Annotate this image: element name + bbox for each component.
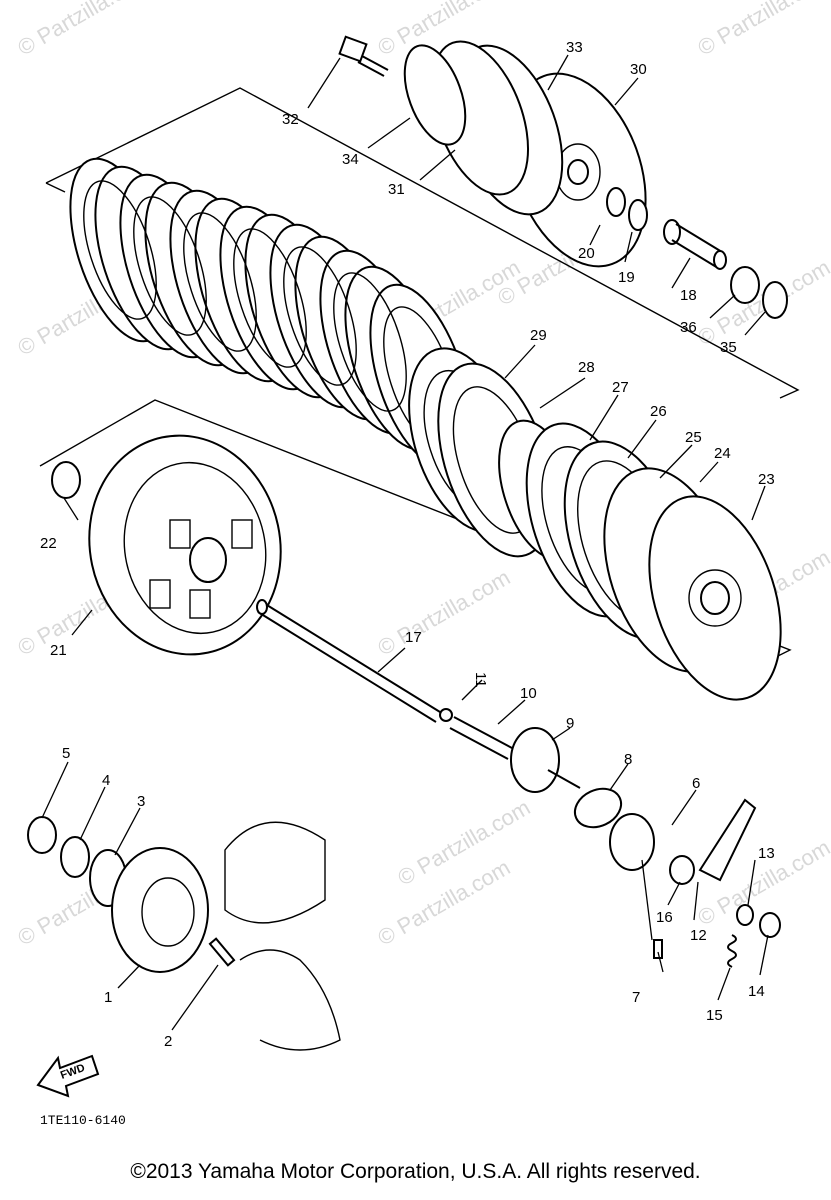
washer-13 <box>736 904 754 926</box>
callout-10: 10 <box>520 685 537 702</box>
nut-14 <box>759 912 781 938</box>
lock-washer-35 <box>762 281 788 319</box>
upper-boundary-frame <box>45 87 800 399</box>
copyright-notice: ©2013 Yamaha Motor Corporation, U.S.A. A… <box>130 1160 701 1183</box>
fwd-arrow-icon: FWD <box>36 1054 100 1098</box>
callout-5: 5 <box>62 745 70 762</box>
collar-16 <box>669 855 695 885</box>
callout-21: 21 <box>50 642 67 659</box>
washer-20 <box>606 187 626 217</box>
lever-12 <box>698 798 757 882</box>
callout-30: 30 <box>630 61 647 78</box>
callout-leaders <box>41 54 769 1031</box>
callout-13: 13 <box>758 845 775 862</box>
callout-34: 34 <box>342 151 359 168</box>
pin-7 <box>653 939 663 959</box>
callout-31: 31 <box>388 181 405 198</box>
primary-drive-gear-1 <box>111 847 209 973</box>
nut-5 <box>27 816 57 854</box>
callout-6: 6 <box>692 775 700 792</box>
callout-24: 24 <box>714 445 731 462</box>
washer-4 <box>60 836 90 878</box>
key-2 <box>208 937 236 967</box>
diagram-code: 1TE110-6140 <box>40 1113 126 1128</box>
clutch-boss <box>603 467 782 701</box>
callout-2: 2 <box>164 1033 172 1050</box>
callout-19: 19 <box>618 269 635 286</box>
callout-7: 7 <box>632 989 640 1006</box>
callout-28: 28 <box>578 359 595 376</box>
crankshaft-outline <box>224 821 341 1051</box>
callout-16: 16 <box>656 909 673 926</box>
nut-36 <box>730 266 760 304</box>
push-rod-17 <box>256 599 441 723</box>
callout-25: 25 <box>685 429 702 446</box>
callout-11: 11 <box>472 672 489 688</box>
callout-18: 18 <box>680 287 697 304</box>
push-rod-10 <box>449 716 513 760</box>
callout-32: 32 <box>282 111 299 128</box>
callout-12: 12 <box>690 927 707 944</box>
callout-17: 17 <box>405 629 422 646</box>
clutch-plate-stack <box>69 157 471 469</box>
callout-9: 9 <box>566 715 574 732</box>
callout-35: 35 <box>720 339 737 356</box>
bolt-32 <box>338 35 389 77</box>
seal-6 <box>609 813 655 871</box>
callout-3: 3 <box>137 793 145 810</box>
push-rod-18 <box>663 219 727 270</box>
callout-23: 23 <box>758 471 775 488</box>
callout-33: 33 <box>566 39 583 56</box>
push-lever-9 <box>510 727 560 793</box>
callout-26: 26 <box>650 403 667 420</box>
callout-27: 27 <box>612 379 629 396</box>
spring-15 <box>727 934 737 968</box>
callout-8: 8 <box>624 751 632 768</box>
callout-labels: 1 2 3 4 5 6 7 8 9 10 11 12 13 14 15 16 1… <box>40 39 775 1050</box>
callout-14: 14 <box>748 983 765 1000</box>
ball-11 <box>439 708 453 722</box>
callout-15: 15 <box>706 1007 723 1024</box>
thrust-washer-22 <box>51 461 81 499</box>
bearing-19 <box>628 199 648 231</box>
gasket-34 <box>403 44 467 146</box>
callout-22: 22 <box>40 535 57 552</box>
callout-1: 1 <box>104 989 112 1006</box>
callout-4: 4 <box>102 772 110 789</box>
callout-36: 36 <box>680 319 697 336</box>
callout-20: 20 <box>578 245 595 262</box>
plate-8 <box>573 787 623 829</box>
callout-29: 29 <box>530 327 547 344</box>
primary-driven-gear-21 <box>88 434 282 656</box>
